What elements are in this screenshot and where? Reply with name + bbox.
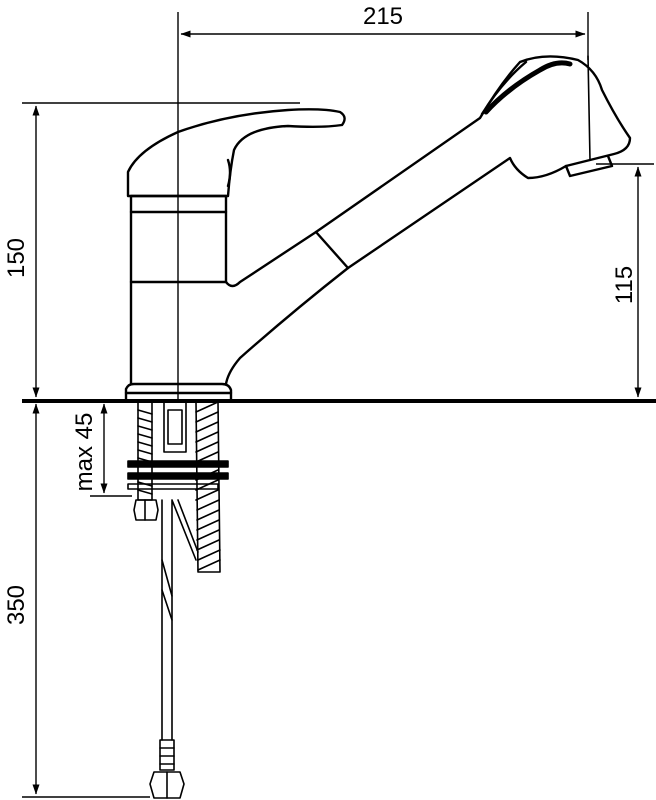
dim-body-height-label: 150 xyxy=(3,238,30,278)
dim-body-height: 150 xyxy=(3,102,300,398)
mounting-washer xyxy=(127,460,229,468)
dim-spout-height: 115 xyxy=(596,163,654,398)
dim-spout-height-label: 115 xyxy=(611,266,638,304)
spout xyxy=(224,230,350,386)
braided-hose xyxy=(195,401,221,573)
supply-hose xyxy=(161,499,199,741)
hose-end-fitting xyxy=(159,739,175,771)
mounting-assembly xyxy=(127,401,229,799)
spray-head xyxy=(480,60,528,116)
dim-reach: 215 xyxy=(177,3,589,399)
dim-max-thickness: max 45 xyxy=(71,403,132,497)
stud-nut xyxy=(133,499,159,521)
faucet xyxy=(124,55,632,401)
dim-hose-length-label: 350 xyxy=(3,585,30,625)
lever-handle xyxy=(126,108,346,198)
dim-hose-length: 350 xyxy=(3,403,150,798)
dim-reach-label: 215 xyxy=(363,3,403,30)
dim-max-thickness-label: max 45 xyxy=(71,413,98,492)
